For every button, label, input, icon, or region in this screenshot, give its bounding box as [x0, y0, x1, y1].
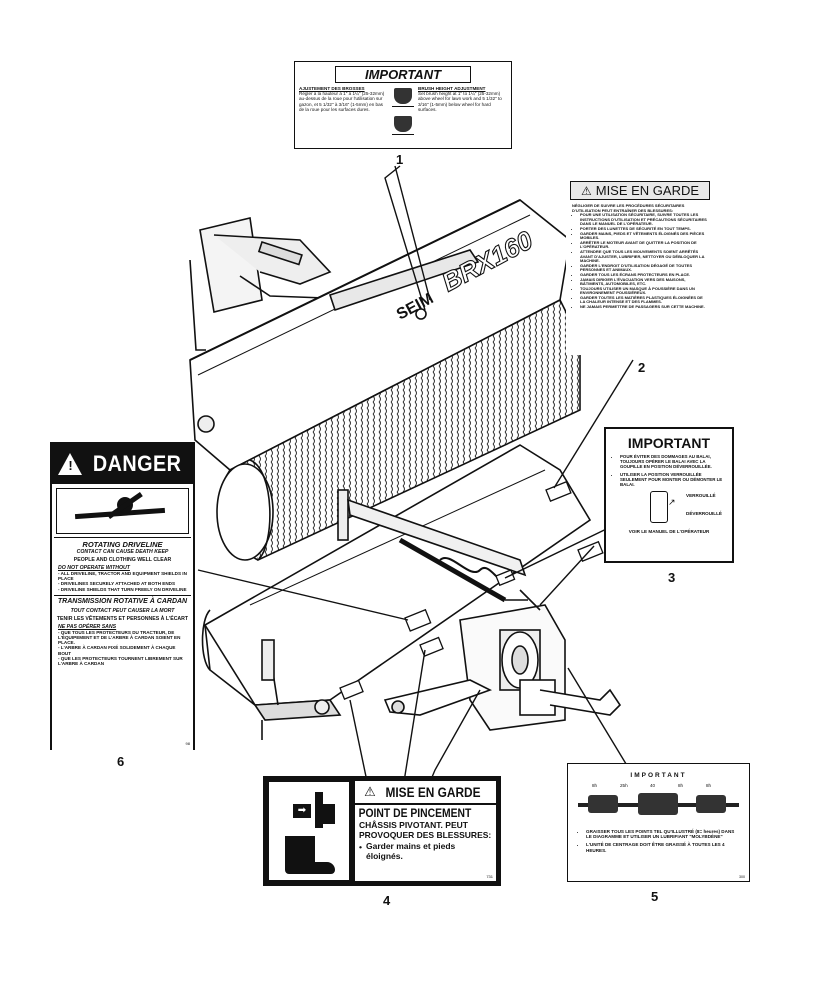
decal-6-fr-donot: NE PAS OPÉRER SANS — [58, 623, 117, 630]
brush-height-icon — [392, 86, 414, 140]
decal-2-line: PORTER DES LUNETTES DE SÉCURITÉ EN TOUT … — [580, 226, 708, 232]
entanglement-pictogram — [56, 488, 189, 534]
decal-6-en-item: - DRIVELINES SECURELY ATTACHED AT BOTH E… — [58, 581, 176, 587]
interval-label: 8h — [678, 783, 684, 788]
decal-2-title: MISE EN GARDE — [595, 183, 700, 198]
decal-4-bullet: Garder mains et pieds éloignés. — [365, 841, 456, 861]
decal-6-en-keep: PEOPLE AND CLOTHING WELL CLEAR — [73, 557, 172, 563]
decal-6-en-item: - DRIVELINE SHIELDS THAT TURN FREELY ON … — [58, 586, 187, 592]
lock-pin-arrow-icon: ↗ — [668, 497, 676, 507]
decal-6-header: ! DANGER — [52, 444, 193, 484]
lower-sweeper-view — [201, 444, 622, 740]
decal-6-fr-item: - QUE LES PROTECTEURS TOURNENT LIBREMENT… — [58, 655, 183, 667]
decal-1-right-text: Set brush height at 1" to 1¼" (25-32mm) … — [418, 91, 502, 112]
decal-2-line: NE JAMAIS PERMETTRE DE PASSAGERS SUR CET… — [580, 304, 708, 310]
decal-3-bullet: UTILISER LA POSITION VERROUILLÉE SEULEME… — [620, 472, 726, 487]
decal-1-brush-height: IMPORTANT AJUSTEMENT DES BROSSES Régler … — [294, 61, 512, 149]
decal-4-sub: CHÂSSIS PIVOTANT. PEUT PROVOQUER DES BLE… — [359, 820, 492, 840]
decal-6-fr-item: - L'ARBRE À CARDAN FIXÉ SOLIDEMENT À CHA… — [58, 645, 176, 656]
decal-5-grease: IMPORTANT 8h 25h 40 8h 8h GRAISSER TOUS … — [567, 763, 750, 882]
decal-4-pinch-point: ➡ ⚠ MISE EN GARDE POINT DE PINCEMENT CHÂ… — [263, 776, 501, 886]
decal-6-fr-head: TRANSMISSION ROTATIVE À CARDAN — [54, 594, 191, 606]
decal-6-en-donot: DO NOT OPERATE WITHOUT — [58, 565, 130, 571]
decal-2-line: GARDER MAINS, PIEDS ET VÊTEMENTS ÉLOIGNÉ… — [580, 231, 708, 241]
decal-6-danger-driveline: ! DANGER ROTATING DRIVELINE CONTACT CAN … — [50, 442, 195, 750]
decal-3-unlocked: DÉVERROUILLÉ — [686, 511, 722, 516]
decal-3-footer: VOIR LE MANUEL DE L'OPÉRATEUR — [628, 529, 710, 534]
decal-1-left-head: AJUSTEMENT DES BROSSES — [299, 86, 365, 91]
callout-6: 6 — [117, 754, 125, 769]
pinch-point-pictogram: ➡ — [268, 781, 350, 881]
decal-4-code: 731 — [486, 874, 493, 879]
decal-6-en-item: - ALL DRIVELINE, TRACTOR AND EQUIPMENT S… — [58, 571, 187, 582]
decal-1-left-text: Régler à la hauteur à 1" à 1¼" (25-32mm)… — [299, 91, 385, 112]
decal-2-line: GARDER TOUS LES ÉCRANS PROTECTEURS EN PL… — [580, 272, 708, 278]
decal-2-line: NÉGLIGER DE SUIVRE LES PROCÉDURES SÉCURI… — [572, 203, 685, 213]
decal-2-line: ATTENDRE QUE TOUS LES MOUVEMENTS SOIENT … — [580, 249, 708, 264]
decal-5-title: IMPORTANT — [630, 772, 687, 779]
decal-6-fr-warn: TOUT CONTACT PEUT CAUSER LA MORT — [70, 607, 175, 614]
decal-4-title: MISE EN GARDE — [385, 784, 481, 800]
decal-2-line: JAMAIS DIRIGER L'ÉVACUATION VERS DES MAI… — [580, 277, 708, 287]
decal-4-header: ⚠ MISE EN GARDE — [355, 781, 496, 805]
decal-2-line: TOUJOURS UTILISER UN MASQUE À POUSSIÈRE … — [580, 286, 708, 296]
decal-6-fr-keep: TENIR LES VÊTEMENTS ET PERSONNES À L'ÉCA… — [56, 615, 189, 622]
decal-positions — [339, 480, 604, 700]
decal-3-title: IMPORTANT — [627, 435, 711, 451]
decal-6-en-head: ROTATING DRIVELINE — [54, 537, 191, 549]
decal-5-bullet: L'UNITÉ DE CENTRAGE DOIT ÊTRE GRAISSÉ À … — [586, 842, 739, 852]
pinch-arrow-icon: ➡ — [293, 804, 311, 818]
interval-label: 40 — [650, 783, 656, 788]
interval-label: 25h — [620, 783, 628, 788]
decal-4-headline: POINT DE PINCEMENT — [358, 808, 472, 820]
callout-5: 5 — [651, 889, 659, 904]
decal-2-mise-en-garde: ⚠ MISE EN GARDE NÉGLIGER DE SUIVRE LES P… — [566, 179, 714, 355]
decal-5-code: 300 — [739, 875, 745, 879]
decal-5-bullet: GRAISSER TOUS LES POINTS TEL QU'ILLUSTRÉ… — [586, 829, 739, 839]
lock-pin-icon — [650, 491, 668, 523]
decal-6-code: 98 — [185, 741, 190, 746]
danger-triangle-icon: ! — [58, 453, 83, 475]
decal-6-en-warn: CONTACT CAN CAUSE DEATH KEEP — [76, 549, 169, 555]
callout-4: 4 — [383, 893, 391, 908]
decal-1-title: IMPORTANT — [335, 66, 471, 83]
driveline-diagram: 8h 25h 40 8h 8h — [578, 781, 739, 825]
decal-2-line: GARDER L'ENDROIT D'UTILISATION DÉGAGÉ DE… — [580, 263, 708, 273]
decal-6-fr-item: - QUE TOUS LES PROTECTEURS DU TRACTEUR, … — [58, 629, 181, 646]
decal-2-line: ARRÊTER LE MOTEUR AVANT DE QUITTER LA PO… — [580, 240, 708, 250]
decal-3-locked: VERROUILLÉ — [686, 493, 716, 498]
callout-3: 3 — [668, 570, 676, 585]
decal-3-bullet: POUR ÉVITER DES DOMMAGES AU BALAI, TOUJO… — [620, 454, 726, 469]
decal-2-line: POUR UNE UTILISATION SÉCURITAIRE, SUIVRE… — [580, 212, 708, 227]
warning-triangle-icon: ⚠ — [580, 183, 592, 198]
callout-1: 1 — [396, 152, 404, 167]
interval-label: 8h — [706, 783, 712, 788]
decal-1-right-head: BRUSH HEIGHT ADJUSTMENT — [418, 86, 486, 91]
callout-2: 2 — [638, 360, 646, 375]
warning-triangle-icon: ⚠ — [364, 784, 376, 799]
upper-sweeper-view — [189, 199, 581, 562]
interval-label: 8h — [592, 783, 598, 788]
decal-6-title: DANGER — [93, 451, 182, 476]
decal-3-lock-pin: IMPORTANT POUR ÉVITER DES DOMMAGES AU BA… — [604, 427, 734, 563]
decal-2-line: GARDER TOUTES LES MATIÈRES PLASTIQUES ÉL… — [580, 295, 708, 305]
decal-2-header: ⚠ MISE EN GARDE — [570, 181, 710, 200]
